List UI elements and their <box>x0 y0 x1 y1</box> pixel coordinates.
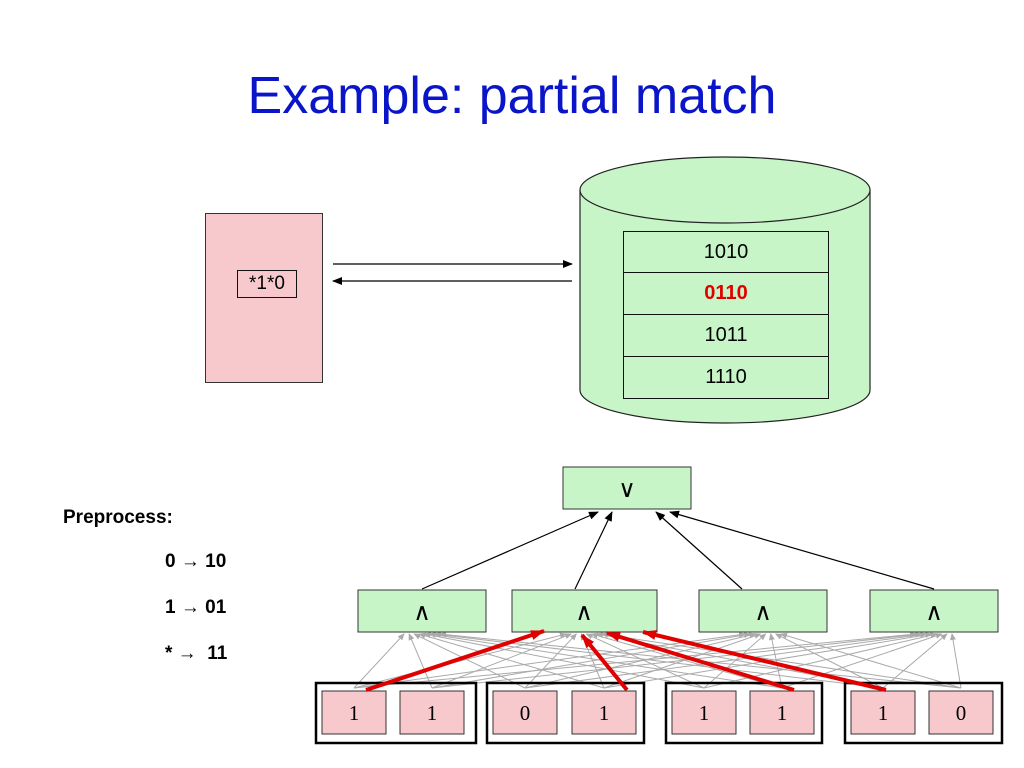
and-to-or-wire <box>669 510 935 590</box>
inactive-wire <box>781 633 943 689</box>
inactive-wire <box>882 633 948 689</box>
input-group: 1 1 <box>664 681 824 745</box>
active-wire <box>606 631 795 692</box>
db-record-match: 0110 <box>623 273 829 315</box>
inactive-wire <box>408 633 433 689</box>
preprocess-heading: Preprocess: <box>63 507 173 528</box>
inactive-wire <box>601 631 962 689</box>
input-bit: 0 <box>520 701 531 725</box>
inactive-wire <box>590 632 783 689</box>
and-gate-symbol: ∧ <box>575 598 593 626</box>
preprocess-rule: 1 → 01 <box>165 597 227 618</box>
page-title: Example: partial match <box>247 67 777 125</box>
and-gate: ∧ <box>869 589 999 633</box>
active-wire <box>365 629 545 692</box>
and-gate: ∧ <box>357 589 487 633</box>
inactive-wire <box>353 631 917 689</box>
input-bit-box <box>928 690 994 735</box>
inactive-wire <box>431 633 573 689</box>
input-bit-box <box>671 690 737 735</box>
active-wires <box>365 629 887 692</box>
inactive-wire <box>950 633 962 689</box>
and-gate-symbol: ∧ <box>925 598 943 626</box>
or-gate-symbol: ∨ <box>618 475 636 503</box>
input-group: 1 1 <box>314 681 478 745</box>
input-bit: 1 <box>699 701 710 725</box>
and-to-or-wire <box>421 511 599 590</box>
or-gate <box>562 466 692 510</box>
inactive-wire <box>353 632 567 689</box>
inactive-wire <box>703 633 767 689</box>
preprocess-rule: * → 11 <box>165 643 228 664</box>
database-records: 1010 0110 1011 1110 <box>623 231 829 399</box>
input-bit-box <box>399 690 465 735</box>
and-to-or-wire <box>574 511 613 590</box>
input-bit-box <box>749 690 815 735</box>
input-bit-box <box>492 690 558 735</box>
inactive-wire <box>703 632 938 689</box>
input-bit: 1 <box>427 701 438 725</box>
and-gate-symbol: ∧ <box>413 598 431 626</box>
preprocess-rule: 0 → 10 <box>165 551 227 572</box>
inactive-wire <box>413 633 526 689</box>
active-wire <box>642 630 887 692</box>
inactive-wire <box>428 631 783 689</box>
input-bit: 1 <box>599 701 610 725</box>
inactive-wire <box>524 631 928 689</box>
db-record: 1010 <box>623 231 829 273</box>
active-wire <box>580 633 629 692</box>
input-bit: 1 <box>777 701 788 725</box>
inactive-wire <box>603 633 762 689</box>
inactive-wire <box>585 633 705 689</box>
and-gate-symbol: ∧ <box>754 598 772 626</box>
inactive-wire <box>353 631 746 689</box>
and-gate: ∧ <box>511 589 658 633</box>
inactive-wire <box>353 633 405 689</box>
inactive-wires <box>353 631 962 689</box>
input-group: 0 1 <box>485 681 646 745</box>
input-bit: 1 <box>349 701 360 725</box>
input-group: 1 0 <box>843 681 1004 745</box>
inactive-wire <box>418 632 605 689</box>
and-to-or-wire <box>655 511 743 590</box>
inactive-wire <box>780 632 962 689</box>
and-gate: ∧ <box>698 589 828 633</box>
and-to-or-wires <box>421 510 935 590</box>
query-pattern: *1*0 <box>237 270 297 298</box>
inactive-wire <box>769 633 783 689</box>
inactive-wire <box>774 633 884 689</box>
input-bit-box <box>850 690 916 735</box>
input-bit-box <box>321 690 387 735</box>
inactive-wire <box>431 631 923 689</box>
db-record: 1011 <box>623 315 829 357</box>
input-bit: 0 <box>956 701 967 725</box>
db-record: 1110 <box>623 357 829 399</box>
client-box <box>205 213 323 383</box>
input-bit-box <box>571 690 637 735</box>
input-bit: 1 <box>878 701 889 725</box>
